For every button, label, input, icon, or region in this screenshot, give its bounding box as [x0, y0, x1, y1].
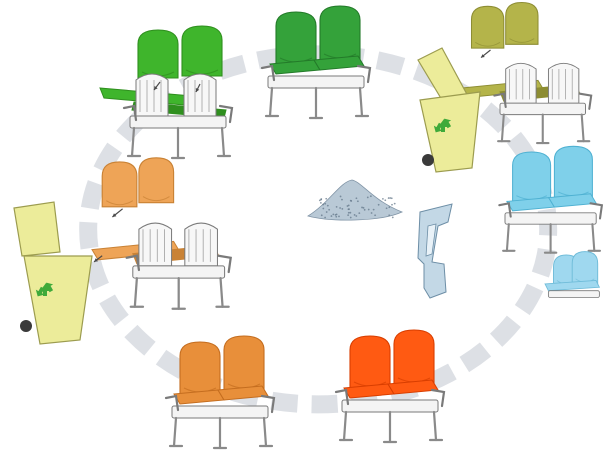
green-seats-folded [100, 26, 232, 158]
red-orange-seats [336, 330, 444, 442]
granulate-pile [308, 180, 402, 220]
orange-seats-disassembled [92, 158, 231, 309]
seat-frame-part [418, 204, 452, 298]
olive-seats-disassembled [462, 2, 591, 143]
blue-seats-upright [499, 146, 602, 252]
orange-seats [166, 336, 274, 448]
green-seats-upright [262, 6, 370, 118]
stages-layer [92, 2, 602, 448]
recycling-bin-top [418, 48, 480, 172]
